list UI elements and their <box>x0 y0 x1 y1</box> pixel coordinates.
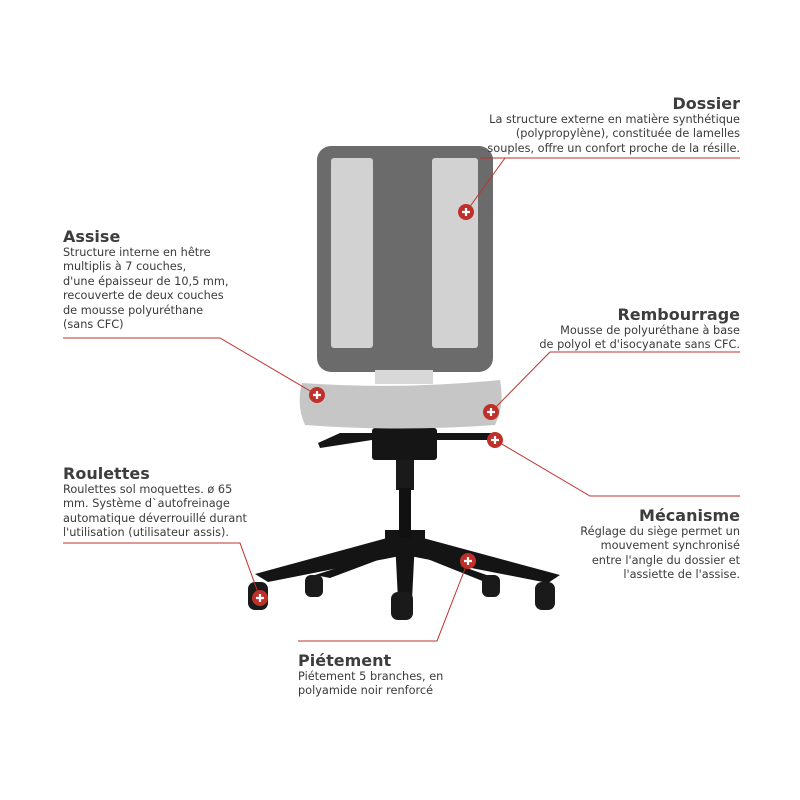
feature-dossier: Dossier La structure externe en matière … <box>460 95 740 156</box>
plus-marker-rembourrage-icon <box>483 404 499 420</box>
backrest-strip <box>432 158 478 348</box>
plus-marker-mecanisme-icon <box>487 432 503 448</box>
feature-title: Roulettes <box>63 464 150 483</box>
feature-title: Assise <box>63 227 121 246</box>
plus-marker-assise-icon <box>309 387 325 403</box>
backrest-support <box>375 370 433 384</box>
feature-description: Structure interne en hêtre multiplis à 7… <box>63 246 229 332</box>
feature-description: Réglage du siège permet un mouvement syn… <box>580 525 740 582</box>
feature-description: Roulettes sol moquettes. ø 65 mm. Systèm… <box>63 483 247 540</box>
feature-title: Mécanisme <box>639 506 740 525</box>
feature-title: Rembourrage <box>617 305 740 324</box>
plus-marker-pietement-icon <box>460 553 476 569</box>
plus-markers <box>252 204 503 606</box>
backrest-strip <box>331 158 373 348</box>
feature-description: Mousse de polyuréthane à base de polyol … <box>539 324 740 352</box>
gas-lift-column <box>399 488 411 538</box>
feature-description: La structure externe en matière synthéti… <box>487 113 740 155</box>
leader-lines <box>63 157 740 642</box>
chair-base <box>255 530 560 600</box>
feature-mecanisme: Mécanisme Réglage du siège permet un mou… <box>540 507 740 583</box>
feature-roulettes: Roulettes Roulettes sol moquettes. ø 65 … <box>63 465 283 541</box>
feature-assise: Assise Structure interne en hêtre multip… <box>63 228 263 332</box>
feature-title: Dossier <box>672 94 740 113</box>
feature-rembourrage: Rembourrage Mousse de polyuréthane à bas… <box>500 306 740 353</box>
feature-description: Piétement 5 branches, en polyamide noir … <box>298 670 444 698</box>
plus-marker-dossier-icon <box>458 204 474 220</box>
plus-marker-roulettes-icon <box>252 590 268 606</box>
seat <box>299 380 502 429</box>
feature-title: Piétement <box>298 651 392 670</box>
mechanism <box>318 428 495 460</box>
gas-lift-upper <box>396 460 414 490</box>
feature-pietement: Piétement Piétement 5 branches, en polya… <box>298 652 498 699</box>
